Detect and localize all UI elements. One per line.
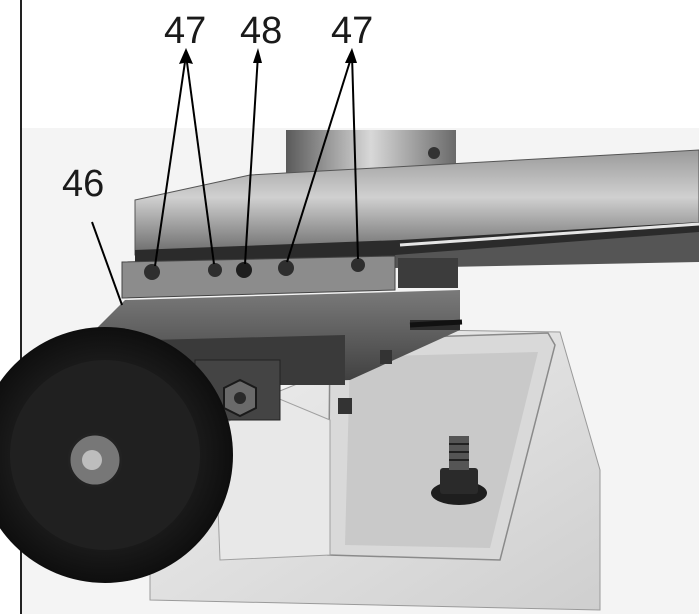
leader-47a-left: [154, 54, 187, 267]
leader-47b-right: [351, 54, 359, 260]
rail-highlight: [399, 222, 699, 247]
arrowhead-47a-right: [184, 48, 193, 64]
adjusting-strip: [121, 255, 396, 299]
slide-bolt-1: [380, 350, 392, 364]
callout-47-left: 47: [164, 10, 207, 52]
set-screw-47-right-2: [351, 258, 365, 272]
leader-lines: [91, 54, 359, 306]
locking-screw-48: [236, 262, 252, 278]
screws-47-48: [144, 258, 365, 280]
leader-arrowheads: [179, 48, 357, 64]
base-channel: [345, 352, 538, 548]
slide-bolt-2: [338, 398, 352, 414]
leader-47a-right: [185, 54, 215, 265]
callout-47-right: 47: [331, 10, 374, 52]
rail-shadow: [395, 232, 699, 268]
arrowhead-47b-right: [348, 48, 357, 63]
set-screw-47-left-1: [144, 264, 160, 280]
leader-46: [91, 221, 123, 306]
strip-end-block: [398, 258, 458, 288]
hand-wheel-axle: [82, 450, 102, 470]
hand-wheel: [0, 327, 233, 583]
callout-48: 48: [240, 10, 283, 52]
bracket-nut-center: [234, 392, 246, 404]
callout-46: 46: [62, 163, 105, 205]
set-screw-47-right-1: [278, 260, 294, 276]
base-nut: [440, 468, 478, 494]
leader-47b-left: [286, 54, 353, 263]
arrowhead-48: [253, 48, 262, 63]
gib-screw: [409, 319, 463, 328]
set-screw-47-left-2: [208, 263, 222, 277]
leader-48: [244, 54, 259, 265]
column-bolt: [428, 147, 440, 159]
